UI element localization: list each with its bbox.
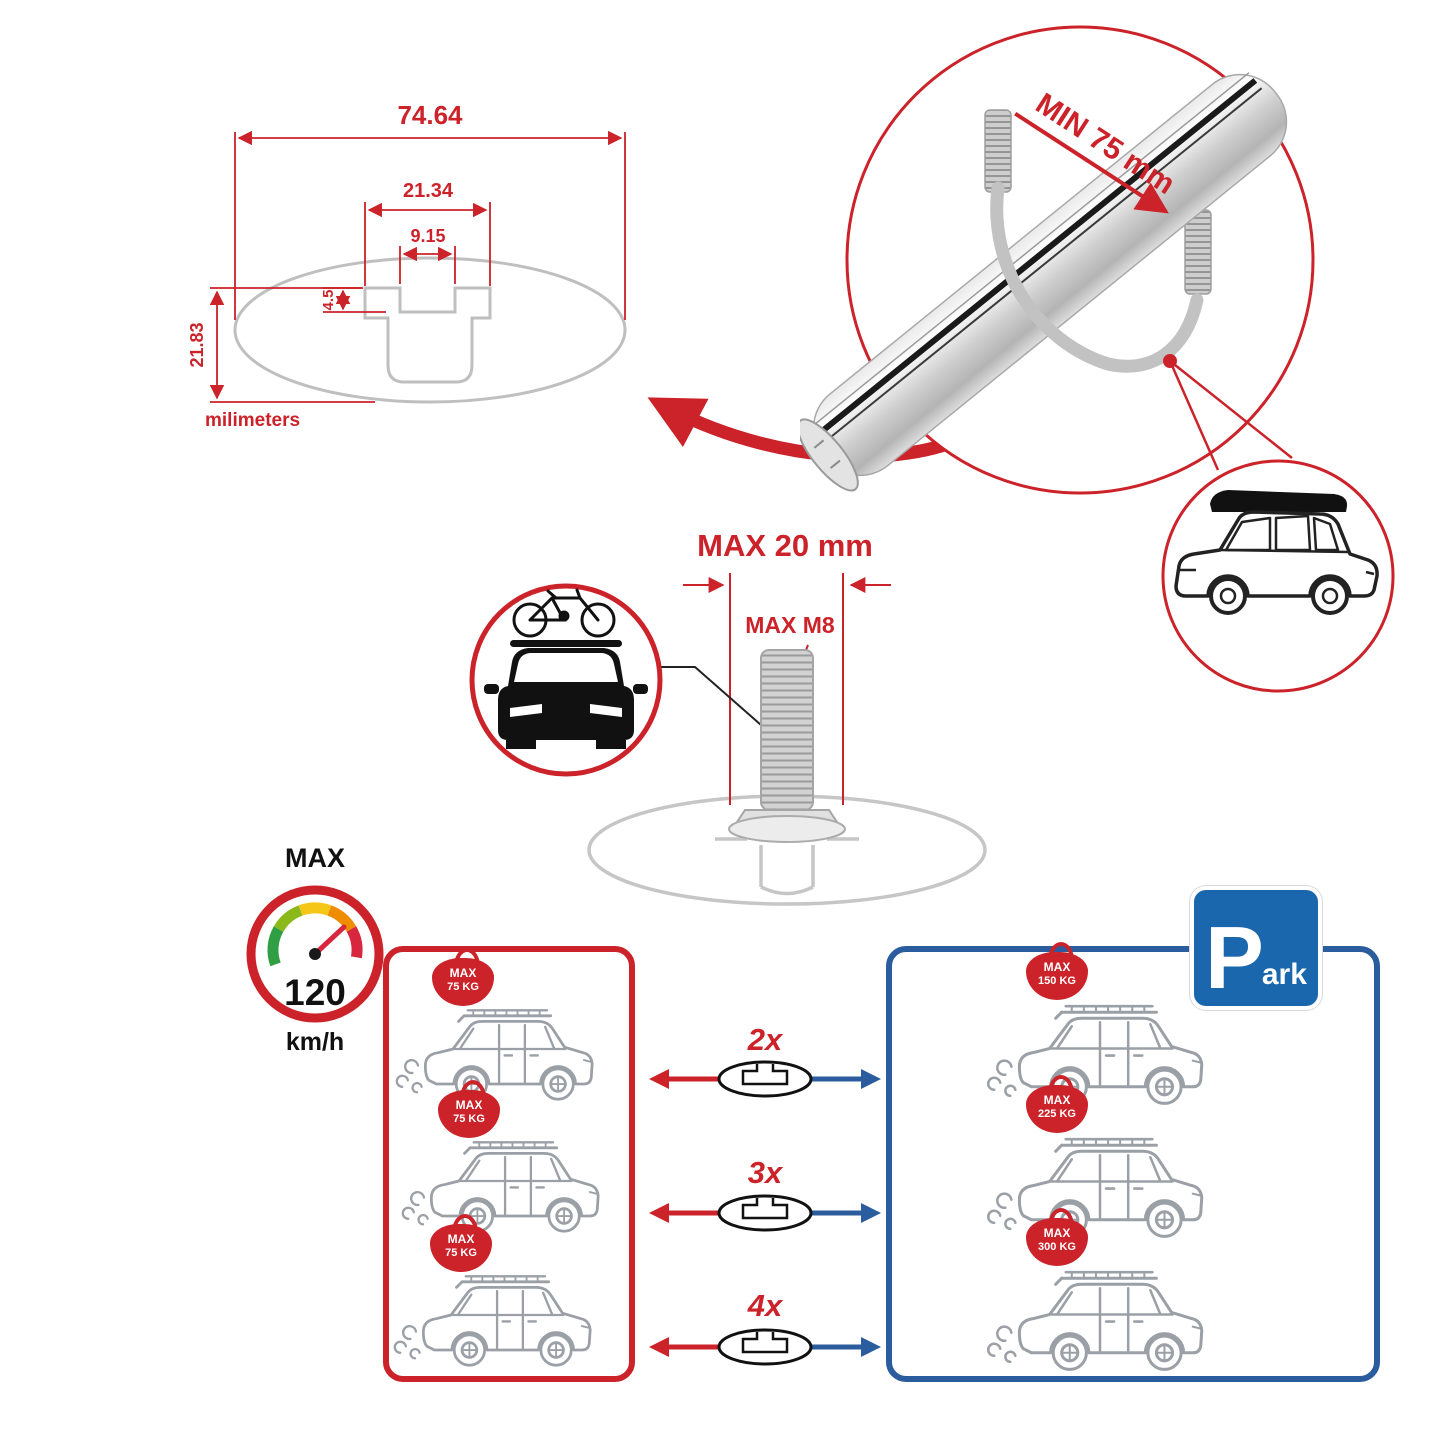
bar-count-arrow-row-2 bbox=[649, 1194, 881, 1232]
units-label: milimeters bbox=[205, 410, 300, 431]
load-tag-label: MAX bbox=[1043, 1093, 1071, 1107]
speed-title: MAX bbox=[285, 843, 345, 873]
gauge-arc bbox=[267, 902, 363, 967]
load-tag: MAX 225 KG bbox=[1026, 1075, 1088, 1133]
load-tag: MAX 75 KG bbox=[432, 948, 494, 1006]
bike-carrier-inset bbox=[469, 583, 663, 777]
car-right-3 bbox=[986, 1270, 1204, 1371]
gauge-needle bbox=[312, 924, 347, 957]
multiplier-4x: 4x bbox=[747, 1288, 783, 1323]
multiplier-2x: 2x bbox=[747, 1022, 783, 1057]
car-left-1 bbox=[395, 1008, 594, 1101]
bar-count-arrow-row-3 bbox=[649, 1328, 881, 1366]
suv-with-roofbox-illustration bbox=[1174, 490, 1379, 615]
load-tag-weight: 300 KG bbox=[1038, 1241, 1076, 1253]
car-right-1 bbox=[986, 1004, 1204, 1105]
dimension-lines bbox=[209, 130, 626, 403]
bike-callout-line bbox=[653, 666, 762, 726]
speed-value: 120 bbox=[284, 972, 346, 1013]
load-tag-label: MAX bbox=[1043, 1226, 1071, 1240]
load-tag: MAX 75 KG bbox=[438, 1080, 500, 1138]
dim-total-width: 74.64 bbox=[397, 100, 463, 130]
bar-ellipse-outline bbox=[233, 256, 627, 404]
car-front-illustration bbox=[484, 648, 648, 749]
driving-capacity-panel bbox=[383, 946, 635, 1382]
hook-curve bbox=[990, 181, 1204, 373]
park-sign: P ark bbox=[1190, 886, 1322, 1010]
aluminum-crossbar bbox=[800, 72, 1288, 492]
roof-bar bbox=[510, 640, 622, 647]
car-left-3 bbox=[393, 1274, 592, 1367]
dim-slot-depth: 4.5 bbox=[320, 290, 337, 311]
load-tag-label: MAX bbox=[449, 966, 477, 980]
gauge-pivot bbox=[309, 948, 321, 960]
park-sign-letter: P bbox=[1205, 908, 1264, 1007]
load-tag-weight: 75 KG bbox=[447, 981, 479, 993]
crossbar-closeup-inset: MIN 75 mm bbox=[800, 25, 1315, 495]
bolt-max-thread-label: MAX M8 bbox=[745, 612, 835, 638]
bar-count-arrow-row-1 bbox=[649, 1060, 881, 1098]
load-tag-label: MAX bbox=[447, 1232, 475, 1246]
speedometer bbox=[246, 885, 384, 1023]
dim-channel-width: 21.34 bbox=[403, 180, 454, 202]
dim-slot-width: 9.15 bbox=[410, 226, 445, 246]
car-right-2 bbox=[986, 1137, 1204, 1238]
cross-section-diagram: 74.64 21.34 9.15 4.5 21.83 milimeters bbox=[187, 100, 627, 431]
load-tag-label: MAX bbox=[1043, 960, 1071, 974]
multiplier-3x: 3x bbox=[747, 1155, 783, 1190]
load-tag-weight: 225 KG bbox=[1038, 1108, 1076, 1120]
clamp-hook bbox=[984, 109, 1212, 295]
load-tag-weight: 75 KG bbox=[445, 1247, 477, 1259]
callout-lines bbox=[1168, 360, 1293, 471]
car-left-2 bbox=[401, 1140, 600, 1233]
dim-total-height: 21.83 bbox=[187, 322, 207, 367]
load-tag: MAX 300 KG bbox=[1026, 1208, 1088, 1266]
load-tag-weight: 150 KG bbox=[1038, 975, 1076, 987]
bolt-diagram bbox=[587, 573, 987, 906]
suv-roofbox-inset bbox=[1161, 459, 1395, 693]
load-tag-label: MAX bbox=[455, 1098, 483, 1112]
t-bolt bbox=[728, 649, 846, 843]
t-slot-profile bbox=[363, 286, 492, 384]
speed-unit: km/h bbox=[285, 1028, 345, 1056]
load-tag-weight: 75 KG bbox=[453, 1113, 485, 1125]
load-tag: MAX 75 KG bbox=[430, 1214, 492, 1272]
bicycle-illustration bbox=[512, 588, 616, 638]
load-tag: MAX 150 KG bbox=[1026, 942, 1088, 1000]
park-sign-suffix: ark bbox=[1261, 958, 1307, 991]
bolt-max-width-label: MAX 20 mm bbox=[697, 528, 873, 563]
